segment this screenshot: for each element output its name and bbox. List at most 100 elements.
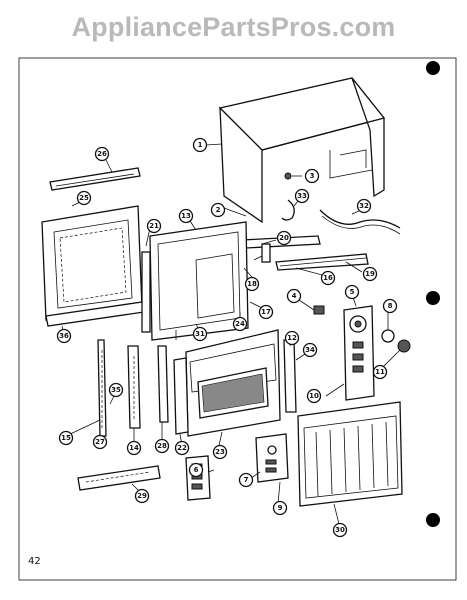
callout-number: 30 bbox=[335, 526, 345, 534]
callout-circle bbox=[232, 316, 248, 332]
callout-15: 15 bbox=[58, 430, 74, 446]
callout-number: 29 bbox=[137, 492, 147, 500]
front-bezel bbox=[173, 329, 281, 437]
callout-29: 29 bbox=[134, 488, 150, 504]
callout-number: 13 bbox=[181, 212, 191, 220]
callout-number: 15 bbox=[61, 434, 71, 442]
trim-strip bbox=[283, 339, 297, 413]
callout-27: 27 bbox=[92, 434, 108, 450]
callout-circle bbox=[302, 342, 318, 358]
callout-10: 10 bbox=[306, 388, 322, 404]
page-number: 42 bbox=[28, 556, 41, 567]
callout-circle bbox=[92, 434, 108, 450]
front-grille bbox=[297, 401, 403, 507]
callout-circle bbox=[56, 328, 72, 344]
callout-33: 33 bbox=[294, 188, 310, 204]
callout-circle bbox=[356, 198, 372, 214]
page-border bbox=[18, 57, 457, 581]
binder-hole-bottom bbox=[426, 513, 440, 527]
callout-circle bbox=[306, 388, 322, 404]
callout-number: 34 bbox=[305, 346, 315, 354]
callout-number: 6 bbox=[194, 466, 199, 474]
callout-number: 27 bbox=[95, 438, 105, 446]
callout-circle bbox=[212, 444, 228, 460]
screw bbox=[284, 172, 292, 180]
callout-circle bbox=[362, 266, 378, 282]
callout-6: 6 bbox=[188, 462, 204, 478]
callout-number: 31 bbox=[195, 330, 205, 338]
callout-24: 24 bbox=[232, 316, 248, 332]
callout-circle bbox=[108, 382, 124, 398]
callout-circle bbox=[238, 472, 254, 488]
callout-number: 8 bbox=[388, 302, 393, 310]
callout-circle bbox=[210, 202, 226, 218]
callout-number: 1 bbox=[198, 141, 203, 149]
callout-circle bbox=[332, 522, 348, 538]
callout-circle bbox=[154, 438, 170, 454]
callout-34: 34 bbox=[302, 342, 318, 358]
callout-number: 10 bbox=[309, 392, 319, 400]
callout-32: 32 bbox=[356, 198, 372, 214]
callout-number: 5 bbox=[350, 288, 355, 296]
callout-2: 2 bbox=[210, 202, 226, 218]
callout-number: 11 bbox=[375, 368, 385, 376]
callout-circle bbox=[178, 208, 194, 224]
callout-number: 20 bbox=[279, 234, 289, 242]
callout-circle bbox=[382, 298, 398, 314]
cabinet-wrapper bbox=[218, 77, 386, 224]
watermark-logo: AppliancePartsPros.com bbox=[71, 12, 396, 42]
callout-28: 28 bbox=[154, 438, 170, 454]
callout-number: 7 bbox=[244, 476, 249, 484]
callout-number: 25 bbox=[79, 194, 89, 202]
callout-circle bbox=[192, 326, 208, 342]
callout-number: 22 bbox=[177, 444, 187, 452]
callout-18: 18 bbox=[244, 276, 260, 292]
callout-12: 12 bbox=[284, 330, 300, 346]
power-cord bbox=[319, 209, 401, 229]
control-panel bbox=[343, 305, 411, 401]
callout-circle bbox=[126, 440, 142, 456]
callout-7: 7 bbox=[238, 472, 254, 488]
switch-plate bbox=[185, 455, 211, 501]
control-cluster bbox=[255, 433, 289, 483]
callout-11: 11 bbox=[372, 364, 388, 380]
callout-number: 16 bbox=[323, 274, 333, 282]
callout-3: 3 bbox=[304, 168, 320, 184]
wire-clip bbox=[281, 199, 295, 221]
callout-20: 20 bbox=[276, 230, 292, 246]
callout-number: 3 bbox=[310, 172, 315, 180]
callout-17: 17 bbox=[258, 304, 274, 320]
callout-number: 9 bbox=[278, 504, 283, 512]
callout-9: 9 bbox=[272, 500, 288, 516]
window-frame-rear bbox=[41, 167, 145, 327]
callout-number: 26 bbox=[97, 150, 107, 158]
callout-1: 1 bbox=[192, 137, 208, 153]
callout-number: 33 bbox=[297, 192, 307, 200]
callout-number: 21 bbox=[149, 222, 159, 230]
callout-circle bbox=[286, 288, 302, 304]
callout-circle bbox=[320, 270, 336, 286]
side-strips bbox=[97, 339, 169, 437]
callout-circle bbox=[76, 190, 92, 206]
callout-circle bbox=[244, 276, 260, 292]
control-bracket bbox=[240, 235, 369, 271]
callout-circle bbox=[134, 488, 150, 504]
callout-number: 12 bbox=[287, 334, 297, 342]
callout-number: 35 bbox=[111, 386, 121, 394]
callout-31: 31 bbox=[192, 326, 208, 342]
callout-13: 13 bbox=[178, 208, 194, 224]
callout-19: 19 bbox=[362, 266, 378, 282]
callout-circle bbox=[276, 230, 292, 246]
switch bbox=[313, 305, 325, 315]
callout-26: 26 bbox=[94, 146, 110, 162]
callout-8: 8 bbox=[382, 298, 398, 314]
callout-circle bbox=[284, 330, 300, 346]
callout-circle bbox=[344, 284, 360, 300]
callout-circle bbox=[294, 188, 310, 204]
callout-number: 28 bbox=[157, 442, 167, 450]
callout-21: 21 bbox=[146, 218, 162, 234]
callout-22: 22 bbox=[174, 440, 190, 456]
